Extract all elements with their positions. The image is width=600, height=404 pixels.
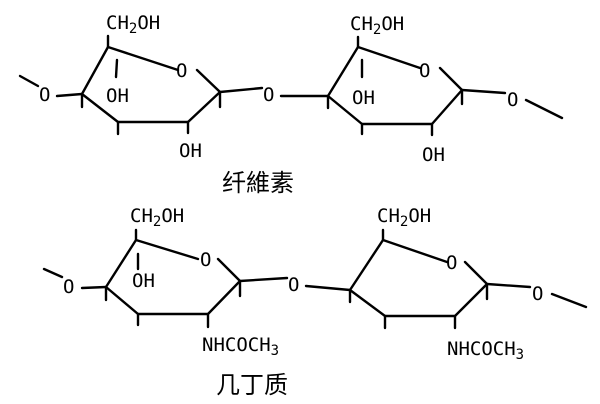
chitin-name-label: 几丁质: [216, 371, 288, 399]
cellulose-right-oxygen: O: [507, 89, 518, 111]
cellulose-glycosidic-link: O: [218, 84, 330, 106]
cellulose-unit-1-ring-oxygen: O: [176, 60, 187, 82]
cellulose-unit-1-oh-c2: OH: [106, 85, 129, 107]
cellulose-unit-2: CH2OH OH OH O: [326, 13, 464, 166]
chitin-unit-1: CH2OH OH NHCOCH3 O: [104, 205, 279, 359]
cellulose-structure: O CH2OH OH OH O O: [18, 12, 564, 197]
chitin-unit-1-ring-oxygen: O: [200, 249, 211, 271]
chitin-left-oxygen: O: [63, 276, 74, 298]
chitin-left-link: O: [42, 267, 108, 298]
chitin-right-link: O: [485, 282, 588, 309]
chitin-glycosidic-link: O: [238, 274, 352, 296]
cellulose-right-link: O: [460, 88, 564, 120]
chitin-structure: O CH2OH OH NHCOCH3 O O: [42, 205, 588, 399]
cellulose-left-link: O: [18, 74, 84, 106]
cellulose-left-oxygen: O: [39, 84, 50, 106]
cellulose-unit-2-ch2oh: CH2OH: [350, 13, 404, 38]
cellulose-unit-2-oh-c3: OH: [422, 144, 445, 166]
chitin-link-oxygen: O: [288, 274, 299, 296]
chitin-unit-2-ring-oxygen: O: [446, 252, 457, 274]
cellulose-name-label: 纤維素: [222, 169, 294, 197]
chitin-unit-1-nhcoch3: NHCOCH3: [202, 334, 279, 359]
chitin-right-oxygen: O: [532, 283, 543, 305]
cellulose-unit-1-ch2oh: CH2OH: [106, 12, 160, 37]
chitin-unit-2: CH2OH NHCOCH3 O: [348, 205, 524, 363]
cellulose-link-oxygen: O: [263, 84, 274, 106]
chitin-unit-1-oh-c2: OH: [132, 270, 155, 292]
cellulose-unit-1: CH2OH OH OH O: [80, 12, 222, 162]
chitin-unit-2-ch2oh: CH2OH: [377, 205, 431, 230]
cellulose-unit-2-oh-c2: OH: [352, 87, 375, 109]
chitin-unit-2-nhcoch3: NHCOCH3: [447, 338, 524, 363]
cellulose-unit-2-ring-oxygen: O: [419, 60, 430, 82]
cellulose-unit-1-oh-c3: OH: [179, 140, 202, 162]
chitin-unit-1-ch2oh: CH2OH: [130, 205, 184, 230]
